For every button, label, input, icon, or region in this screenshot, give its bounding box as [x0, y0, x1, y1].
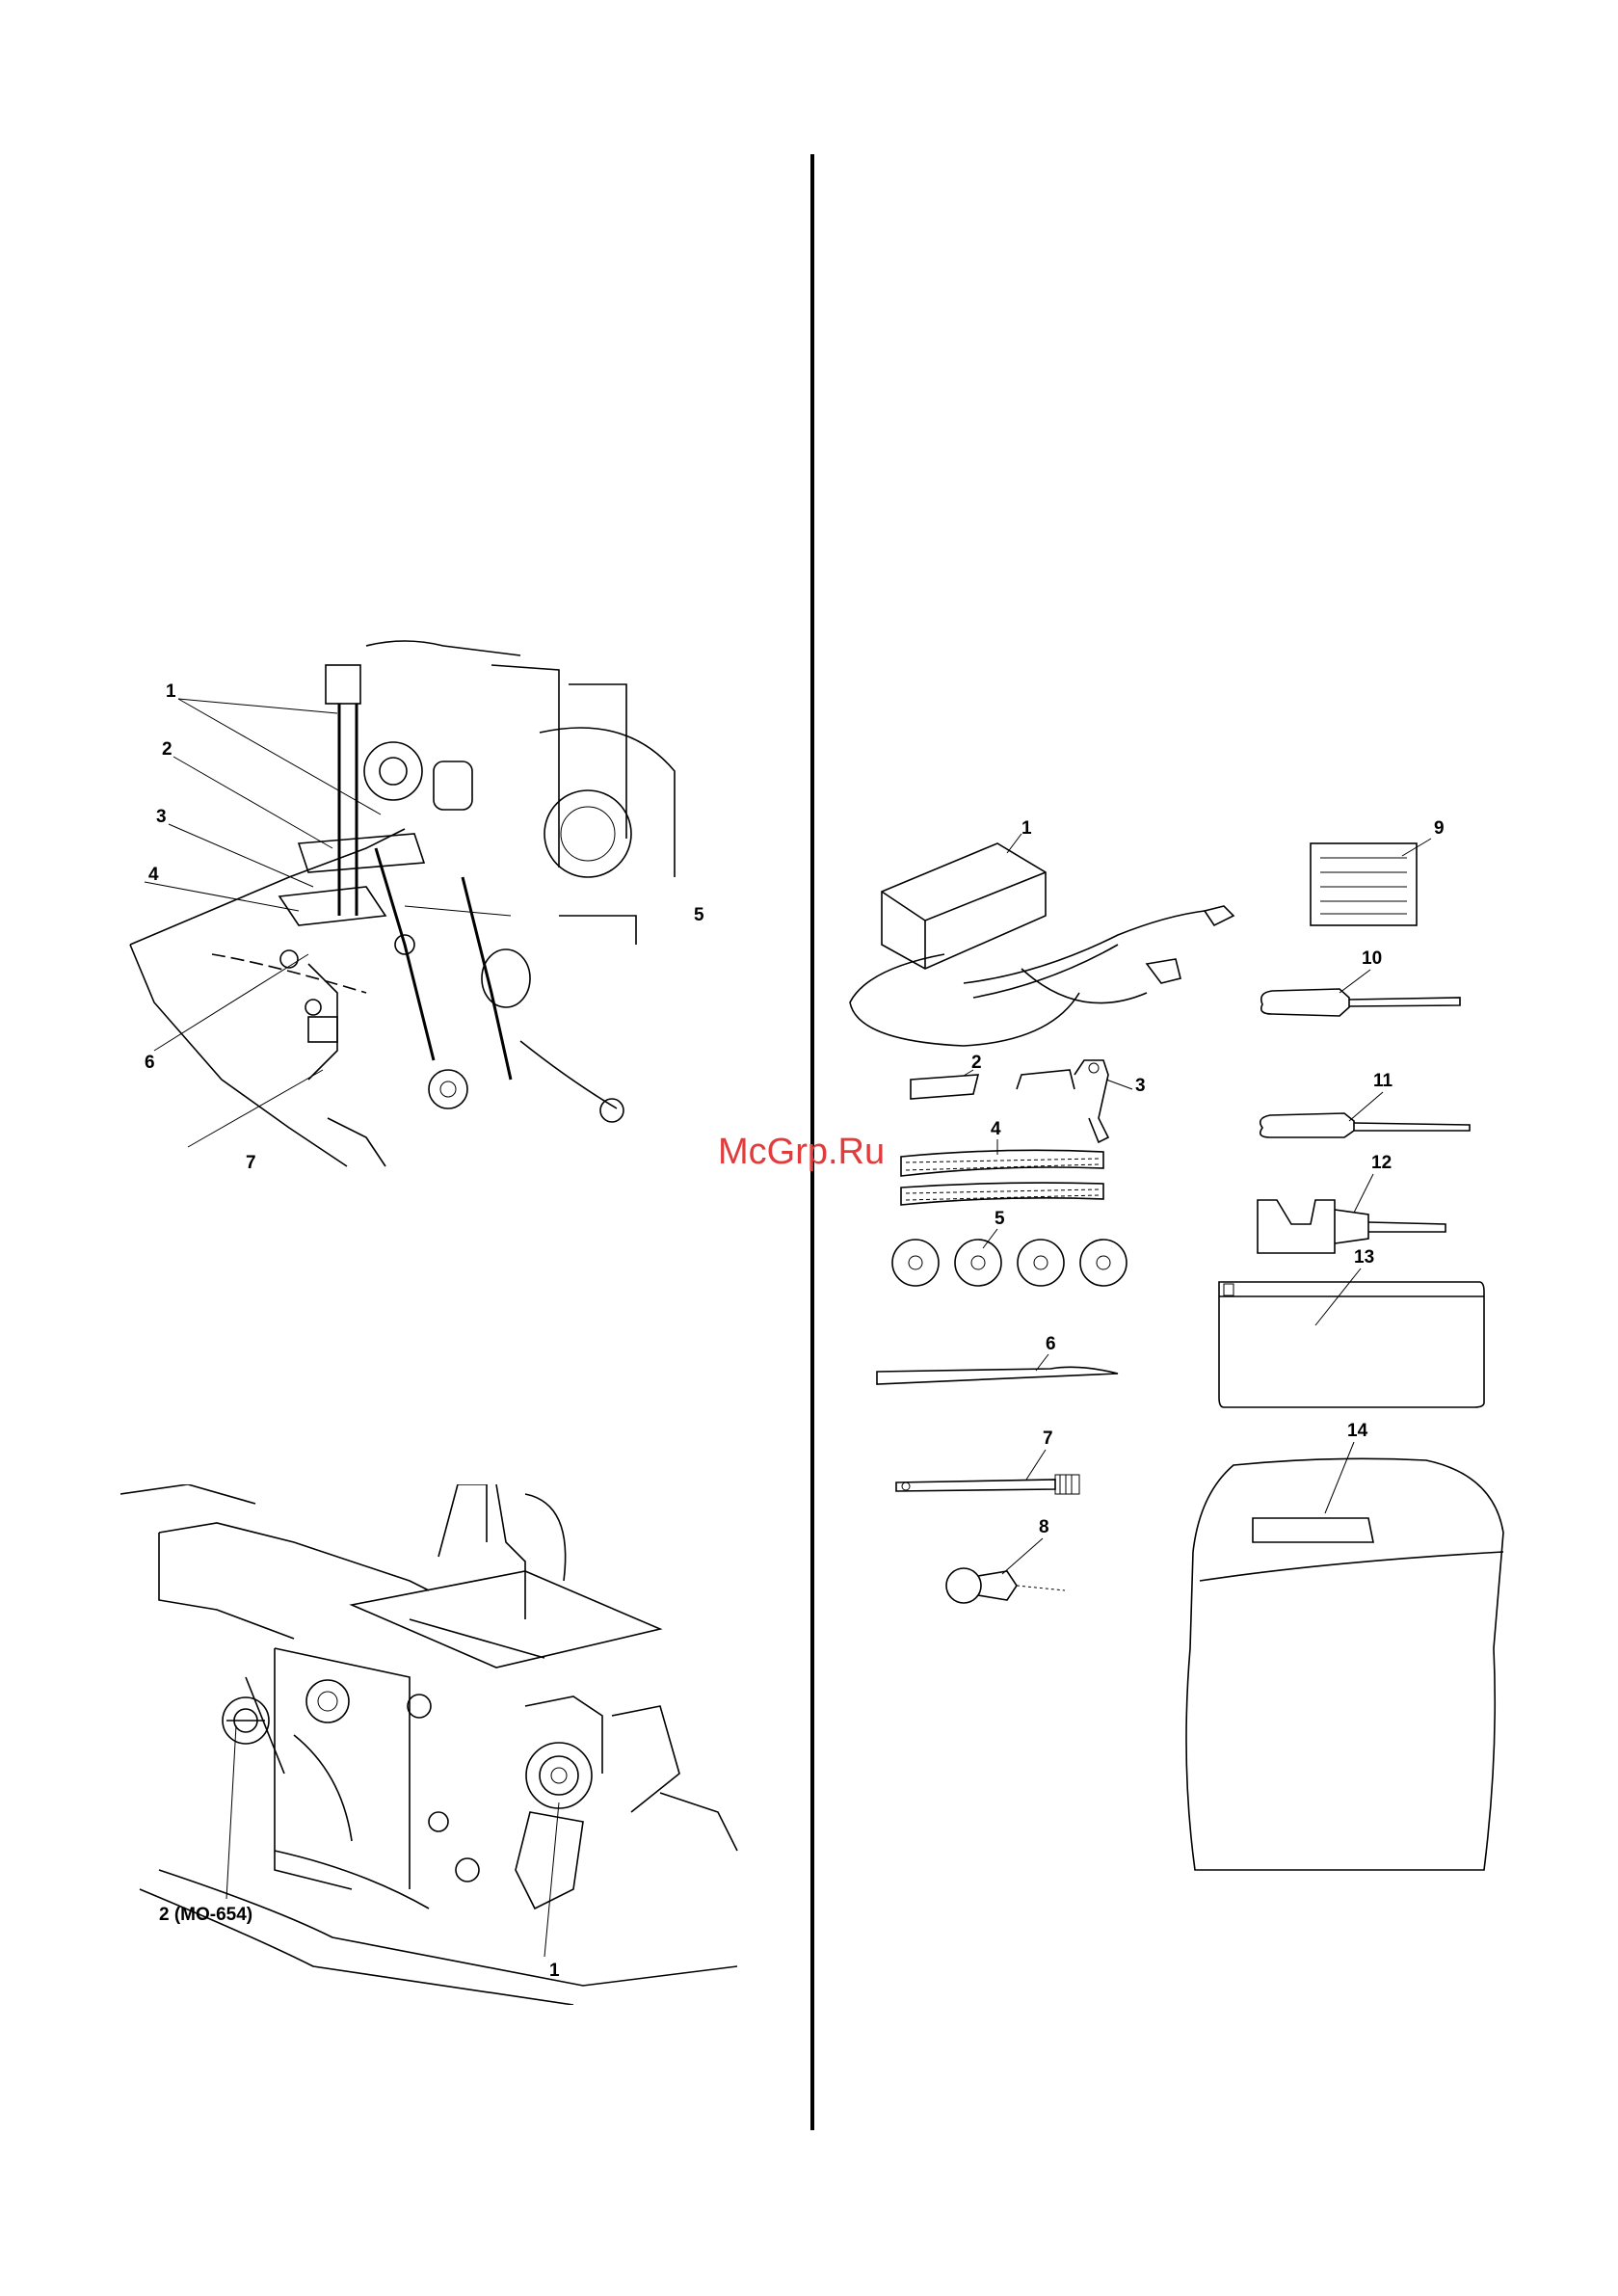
accessory-callout-7: 7 [1043, 1428, 1053, 1449]
accessory-callout-13: 13 [1354, 1247, 1374, 1268]
spanner-icon [1258, 1200, 1446, 1253]
accessories-drawing: 1 2 3 4 [829, 800, 1600, 1889]
watermark: McGrp.Ru [718, 1132, 885, 1173]
accessory-callout-10: 10 [1362, 948, 1382, 969]
callout-4: 4 [148, 865, 159, 885]
accessory-callout-8: 8 [1039, 1517, 1049, 1537]
needle-threader-icon [946, 1568, 1065, 1603]
accessory-callout-3: 3 [1135, 1076, 1146, 1096]
screwdriver-small-icon [1260, 1113, 1470, 1137]
accessory-callout-14: 14 [1347, 1421, 1368, 1441]
callout-3: 3 [156, 807, 167, 827]
machine-base-figure: 2 (MO-654) 1 [120, 1484, 776, 2005]
accessory-callout-9: 9 [1434, 818, 1445, 839]
spool-cap-icon [911, 1075, 978, 1099]
accessories-figure: 1 2 3 4 [829, 800, 1600, 1889]
accessory-bag-icon [1219, 1282, 1484, 1407]
callout-dial-1: 1 [549, 1961, 560, 1981]
foot-control-icon [850, 843, 1233, 1046]
callout-2: 2 [162, 739, 172, 760]
callout-model: 2 (MO-654) [159, 1905, 252, 1925]
machine-front-drawing: 1 2 3 4 5 6 7 [116, 627, 771, 1176]
accessory-callout-1: 1 [1021, 818, 1032, 839]
cleaning-brush-icon [896, 1475, 1079, 1494]
callout-1: 1 [166, 681, 176, 702]
accessory-callout-12: 12 [1371, 1153, 1392, 1173]
accessory-callout-5: 5 [995, 1209, 1005, 1229]
presser-foot-icon [1017, 1060, 1108, 1142]
callout-6: 6 [145, 1053, 155, 1073]
callout-7: 7 [246, 1153, 256, 1173]
accessory-callout-11: 11 [1373, 1071, 1393, 1091]
tweezers-icon [877, 1367, 1118, 1384]
callout-5: 5 [694, 905, 704, 925]
spool-net-icon [901, 1150, 1103, 1205]
dust-cover-icon [1186, 1458, 1503, 1870]
needle-pack-icon [1311, 843, 1417, 925]
accessory-callout-4: 4 [991, 1119, 1001, 1139]
screwdriver-large-icon [1261, 989, 1460, 1016]
machine-front-figure: 1 2 3 4 5 6 7 [116, 627, 771, 1176]
accessory-callout-6: 6 [1046, 1334, 1056, 1354]
spool-disc-icons [892, 1240, 1127, 1286]
machine-base-drawing: 2 (MO-654) 1 [120, 1484, 776, 2005]
